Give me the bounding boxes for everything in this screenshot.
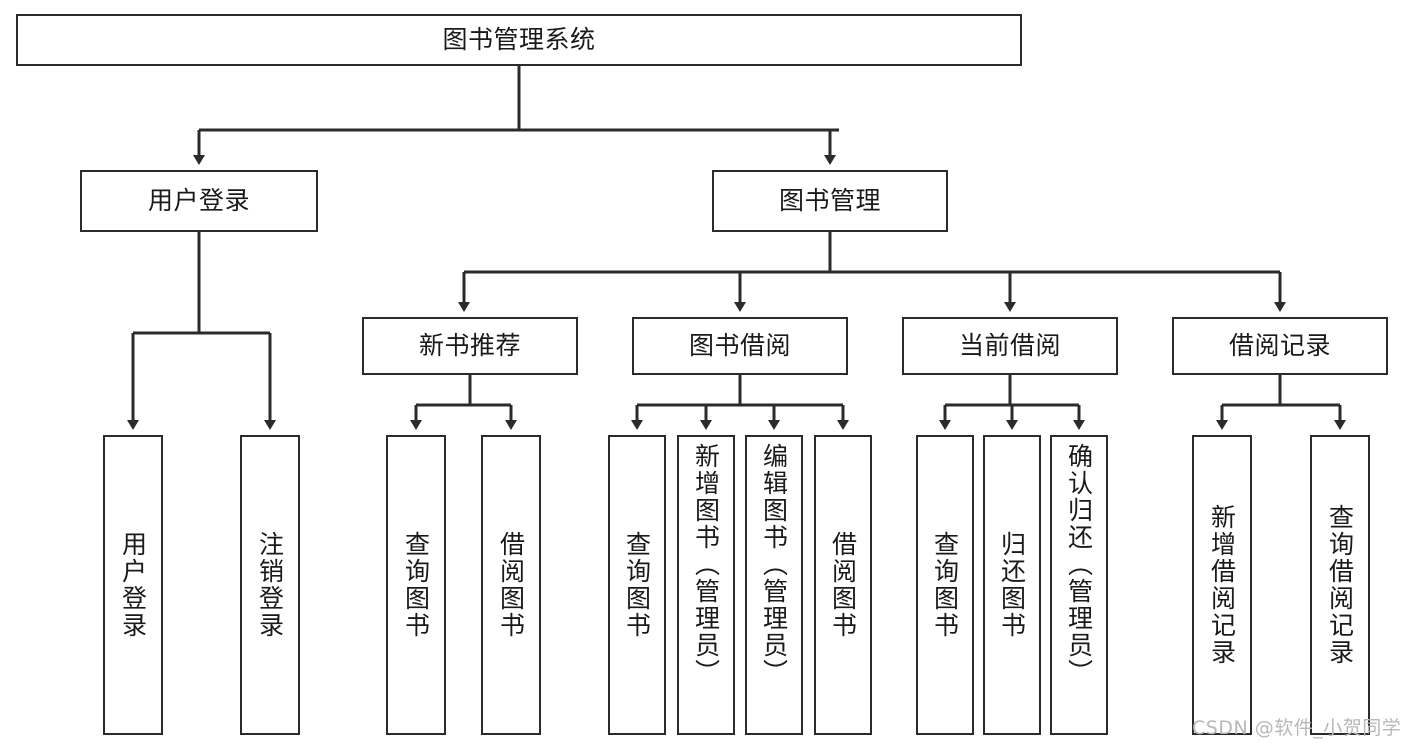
node-leaf-query-book-3[interactable]: 查询图书: [916, 435, 974, 735]
node-leaf-query-borrow-record[interactable]: 查询借阅记录: [1310, 435, 1370, 735]
node-user-login[interactable]: 用户登录: [80, 170, 318, 232]
node-leaf-add-book-label: 新增图书（管理员）: [691, 443, 721, 686]
node-leaf-confirm-return-label: 确认归还（管理员）: [1064, 443, 1094, 686]
node-leaf-borrow-book-2[interactable]: 借阅图书: [814, 435, 872, 735]
node-borrow-record-label: 借阅记录: [1228, 331, 1331, 361]
node-leaf-user-login[interactable]: 用户登录: [103, 435, 163, 735]
node-new-book-recommend[interactable]: 新书推荐: [362, 317, 578, 375]
node-leaf-add-borrow-record[interactable]: 新增借阅记录: [1192, 435, 1252, 735]
node-book-borrow-label: 图书借阅: [688, 331, 791, 361]
node-leaf-add-borrow-record-label: 新增借阅记录: [1207, 504, 1237, 666]
node-leaf-borrow-book-1-label: 借阅图书: [496, 531, 526, 639]
node-new-book-recommend-label: 新书推荐: [418, 331, 521, 361]
node-leaf-user-logout-label: 注销登录: [255, 531, 285, 639]
node-current-borrow[interactable]: 当前借阅: [902, 317, 1118, 375]
node-root-label: 图书管理系统: [442, 25, 596, 55]
node-leaf-user-login-label: 用户登录: [118, 531, 148, 639]
node-leaf-edit-book-label: 编辑图书（管理员）: [759, 443, 789, 686]
node-book-manage-label: 图书管理: [778, 186, 881, 216]
node-leaf-user-logout[interactable]: 注销登录: [240, 435, 300, 735]
node-borrow-record[interactable]: 借阅记录: [1172, 317, 1388, 375]
node-book-manage[interactable]: 图书管理: [712, 170, 948, 232]
watermark: CSDN @软件_小贺同学: [1192, 717, 1402, 739]
node-user-login-label: 用户登录: [147, 186, 250, 216]
node-leaf-borrow-book-1[interactable]: 借阅图书: [481, 435, 541, 735]
node-leaf-query-book-1[interactable]: 查询图书: [386, 435, 446, 735]
node-leaf-query-book-2-label: 查询图书: [622, 531, 652, 639]
node-leaf-edit-book[interactable]: 编辑图书（管理员）: [745, 435, 803, 735]
node-current-borrow-label: 当前借阅: [958, 331, 1061, 361]
node-book-borrow[interactable]: 图书借阅: [632, 317, 848, 375]
node-leaf-return-book-label: 归还图书: [997, 531, 1027, 639]
node-leaf-return-book[interactable]: 归还图书: [983, 435, 1041, 735]
node-leaf-query-book-1-label: 查询图书: [401, 531, 431, 639]
node-leaf-query-book-3-label: 查询图书: [930, 531, 960, 639]
node-root[interactable]: 图书管理系统: [16, 14, 1022, 66]
node-leaf-borrow-book-2-label: 借阅图书: [828, 531, 858, 639]
node-leaf-query-book-2[interactable]: 查询图书: [608, 435, 666, 735]
node-leaf-add-book[interactable]: 新增图书（管理员）: [677, 435, 735, 735]
node-leaf-confirm-return[interactable]: 确认归还（管理员）: [1050, 435, 1108, 735]
node-leaf-query-borrow-record-label: 查询借阅记录: [1325, 504, 1355, 666]
